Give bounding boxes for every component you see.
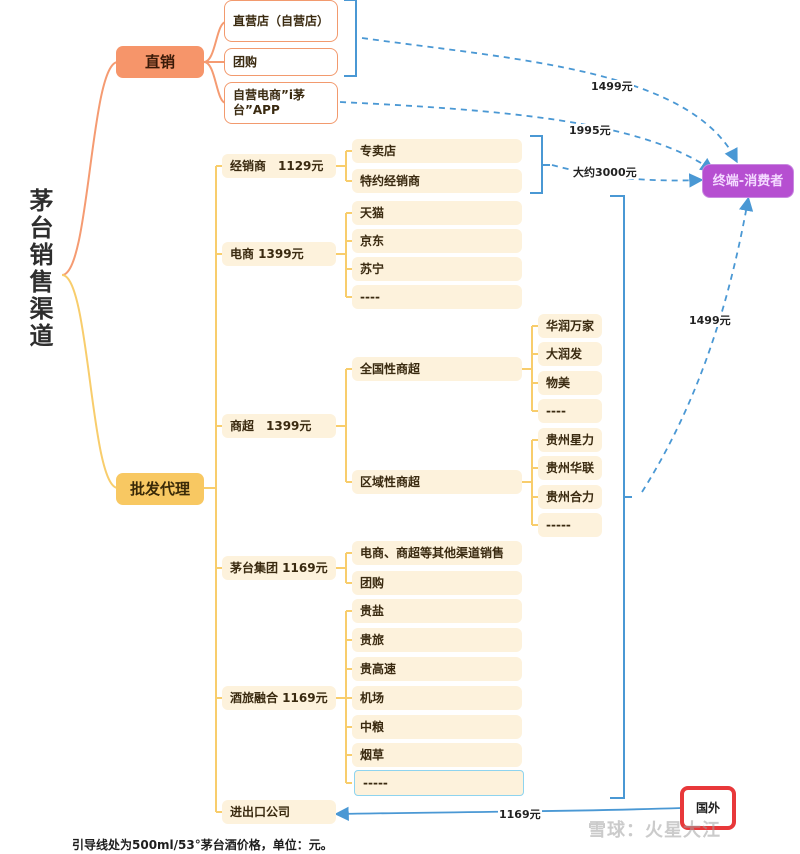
group-national-supermarket[interactable]: 全国性商超 xyxy=(352,357,522,381)
wholesale-bracket xyxy=(610,195,632,799)
leaf-guilv[interactable]: 贵旅 xyxy=(352,628,522,652)
direct-item-group-buy[interactable]: 团购 xyxy=(224,48,338,76)
arrow-wholesale-to-consumer xyxy=(641,196,754,493)
branch-import-export[interactable]: 进出口公司 xyxy=(222,800,336,824)
direct-item-app[interactable]: 自营电商”i茅台”APP xyxy=(224,82,338,124)
root-connector xyxy=(61,61,119,276)
direct-bracket xyxy=(344,0,357,77)
leaf-guizhou-heli[interactable]: 贵州合力 xyxy=(538,485,602,509)
root-connector-wholesale xyxy=(61,274,119,489)
wholesale-node[interactable]: 批发代理 xyxy=(116,473,204,505)
leaf-ecom-more[interactable]: ---- xyxy=(352,285,522,309)
leaf-rt-mart[interactable]: 大润发 xyxy=(538,342,602,366)
leaf-tmall[interactable]: 天猫 xyxy=(352,201,522,225)
leaf-suning[interactable]: 苏宁 xyxy=(352,257,522,281)
leaf-national-more[interactable]: ---- xyxy=(538,399,602,423)
leaf-cofco[interactable]: 中粮 xyxy=(352,715,522,739)
leaf-regional-more[interactable]: ----- xyxy=(538,513,602,537)
arrow-app-to-consumer xyxy=(339,101,715,173)
leaf-guizhou-xingli[interactable]: 贵州星力 xyxy=(538,428,602,452)
wholesale-spine xyxy=(204,166,217,812)
edge-label-wholesale-price: 1499元 xyxy=(688,314,732,327)
direct-item-self-store[interactable]: 直营店（自营店） xyxy=(224,0,338,42)
leaf-guizhou-hualian[interactable]: 贵州华联 xyxy=(538,456,602,480)
direct-connector xyxy=(203,21,227,63)
branch-wine-tourism[interactable]: 酒旅融合 1169元 xyxy=(222,686,336,710)
root-title: 茅台销售渠道 xyxy=(25,188,53,350)
edge-label-app-price: 1995元 xyxy=(568,124,612,137)
leaf-other-channels[interactable]: 电商、商超等其他渠道销售 xyxy=(352,541,522,565)
overseas-node[interactable]: 国外 xyxy=(680,786,736,830)
leaf-gui-highway[interactable]: 贵高速 xyxy=(352,657,522,681)
footnote: 引导线处为500ml/53°茅台酒价格，单位：元。 xyxy=(72,838,333,852)
edge-label-export-price: 1169元 xyxy=(498,808,542,821)
branch-supermarket[interactable]: 商超 1399元 xyxy=(222,414,336,438)
leaf-wine-more[interactable]: ----- xyxy=(354,770,524,796)
branch-dealer[interactable]: 经销商 1129元 xyxy=(222,154,336,178)
watermark: 雪球：火星大江 xyxy=(588,820,721,841)
dealer-bracket xyxy=(530,135,550,194)
leaf-wumart[interactable]: 物美 xyxy=(538,371,602,395)
group-regional-supermarket[interactable]: 区域性商超 xyxy=(352,470,522,494)
edge-label-direct-store-price: 1499元 xyxy=(590,80,634,93)
leaf-airport[interactable]: 机场 xyxy=(352,686,522,710)
leaf-jd[interactable]: 京东 xyxy=(352,229,522,253)
leaf-group-buy-2[interactable]: 团购 xyxy=(352,571,522,595)
branch-ecommerce[interactable]: 电商 1399元 xyxy=(222,242,336,266)
leaf-guiyan[interactable]: 贵盐 xyxy=(352,599,522,623)
edge-label-dealer-price: 大约3000元 xyxy=(572,166,638,179)
leaf-tobacco[interactable]: 烟草 xyxy=(352,743,522,767)
arrow-direct-to-consumer xyxy=(361,37,738,164)
leaf-special-dealer[interactable]: 特约经销商 xyxy=(352,169,522,193)
branch-moutai-group[interactable]: 茅台集团 1169元 xyxy=(222,556,336,580)
arrow-dealer-to-consumer xyxy=(551,164,704,188)
leaf-franchise-store[interactable]: 专卖店 xyxy=(352,139,522,163)
direct-sales-node[interactable]: 直销 xyxy=(116,46,204,78)
consumer-node[interactable]: 终端-消费者 xyxy=(702,164,794,198)
leaf-vanguard[interactable]: 华润万家 xyxy=(538,314,602,338)
